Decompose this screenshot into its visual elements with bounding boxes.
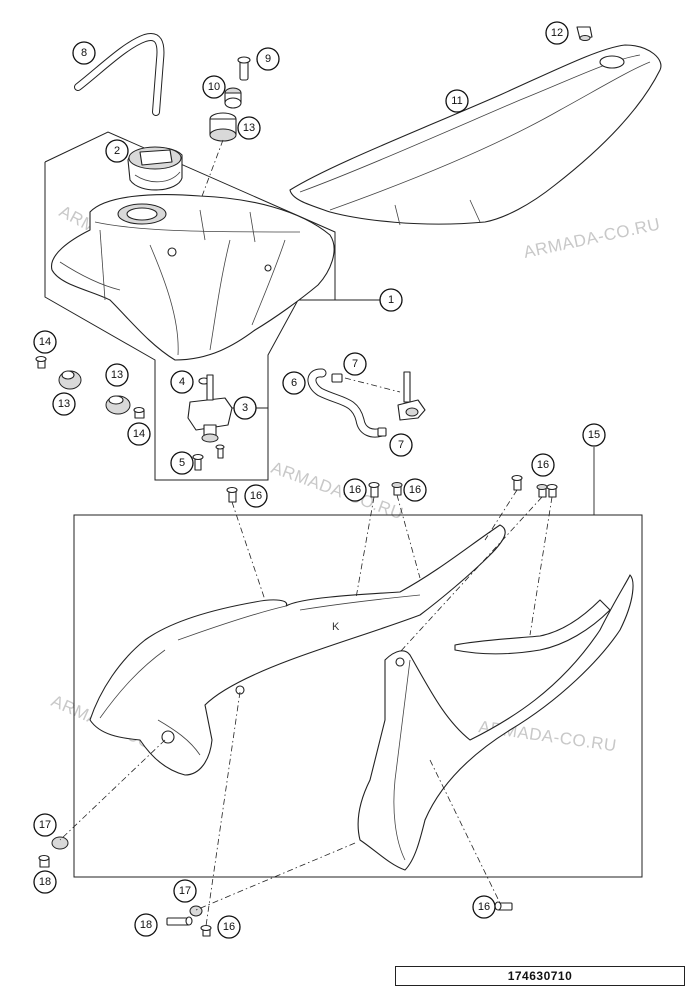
svg-text:16: 16 [250,490,262,502]
spoiler-group-frame [73,514,643,878]
callout-16: 16 [472,895,496,919]
svg-text:17: 17 [39,819,51,831]
callout-16: 16 [244,484,268,508]
fuel-tap-assembly [187,374,233,471]
left-tank-spoiler: K [89,524,506,776]
fuel-line [307,368,426,438]
fuel-vent-hose [74,33,165,116]
document-number: 174630710 [395,966,685,986]
svg-text:16: 16 [223,921,235,933]
callout-3: 3 [233,396,257,420]
callout-7: 7 [389,433,413,457]
callout-17: 17 [173,879,197,903]
svg-text:16: 16 [537,459,549,471]
tank-group-frame [44,131,336,481]
assembly-lines [59,489,553,927]
callout-18: 18 [33,870,57,894]
svg-text:12: 12 [551,27,563,39]
callout-13: 13 [105,363,129,387]
callout-16: 16 [531,453,555,477]
callout-15: 15 [582,423,606,447]
svg-text:13: 13 [243,122,255,134]
svg-text:16: 16 [349,484,361,496]
svg-text:16: 16 [478,901,490,913]
svg-text:17: 17 [179,885,191,897]
vent-valve-stack [194,56,251,216]
svg-text:7: 7 [398,439,404,451]
callout-8: 8 [72,41,96,65]
spoiler-screws [38,474,558,937]
watermark: ARMADA-CO.RU [522,214,662,262]
svg-text:7: 7 [352,358,358,370]
watermark: ARMADA-CO.RU [269,458,406,523]
callout-16: 16 [217,915,241,939]
svg-text:14: 14 [39,336,51,348]
callout-12: 12 [545,21,569,45]
svg-text:2: 2 [114,145,120,157]
svg-text:4: 4 [179,376,185,388]
callout-16: 16 [403,478,427,502]
callout-9: 9 [256,47,280,71]
callout-13: 13 [237,116,261,140]
svg-text:10: 10 [208,81,220,93]
svg-text:11: 11 [451,95,462,107]
callout-14: 14 [127,422,151,446]
svg-text:3: 3 [242,402,248,414]
rubber-bushings-left [35,355,145,419]
svg-text:9: 9 [265,53,271,65]
svg-text:K: K [332,621,340,633]
callout-17: 17 [33,813,57,837]
fuel-tank [51,194,335,361]
callout-18: 18 [134,913,158,937]
callout-2: 2 [105,139,129,163]
svg-text:6: 6 [291,377,297,389]
svg-text:14: 14 [133,428,145,440]
right-tank-spoiler [357,574,634,871]
svg-text:18: 18 [39,876,51,888]
callout-1: 1 [379,288,403,312]
callout-7: 7 [343,352,367,376]
callout-6: 6 [282,371,306,395]
callout-11: 11 [445,89,469,113]
svg-text:13: 13 [111,369,123,381]
callout-16: 16 [343,478,367,502]
svg-text:1: 1 [388,294,394,306]
callout-14: 14 [33,330,57,354]
callout-10: 10 [202,75,226,99]
seat [289,26,662,226]
svg-text:15: 15 [588,429,600,441]
svg-text:5: 5 [179,457,185,469]
svg-text:16: 16 [409,484,421,496]
fuel-tank-cap [127,146,183,191]
callout-4: 4 [170,370,194,394]
callout-13: 13 [52,392,76,416]
svg-text:13: 13 [58,398,70,410]
svg-text:18: 18 [140,919,152,931]
svg-text:8: 8 [81,47,87,59]
callout-5: 5 [170,451,194,475]
